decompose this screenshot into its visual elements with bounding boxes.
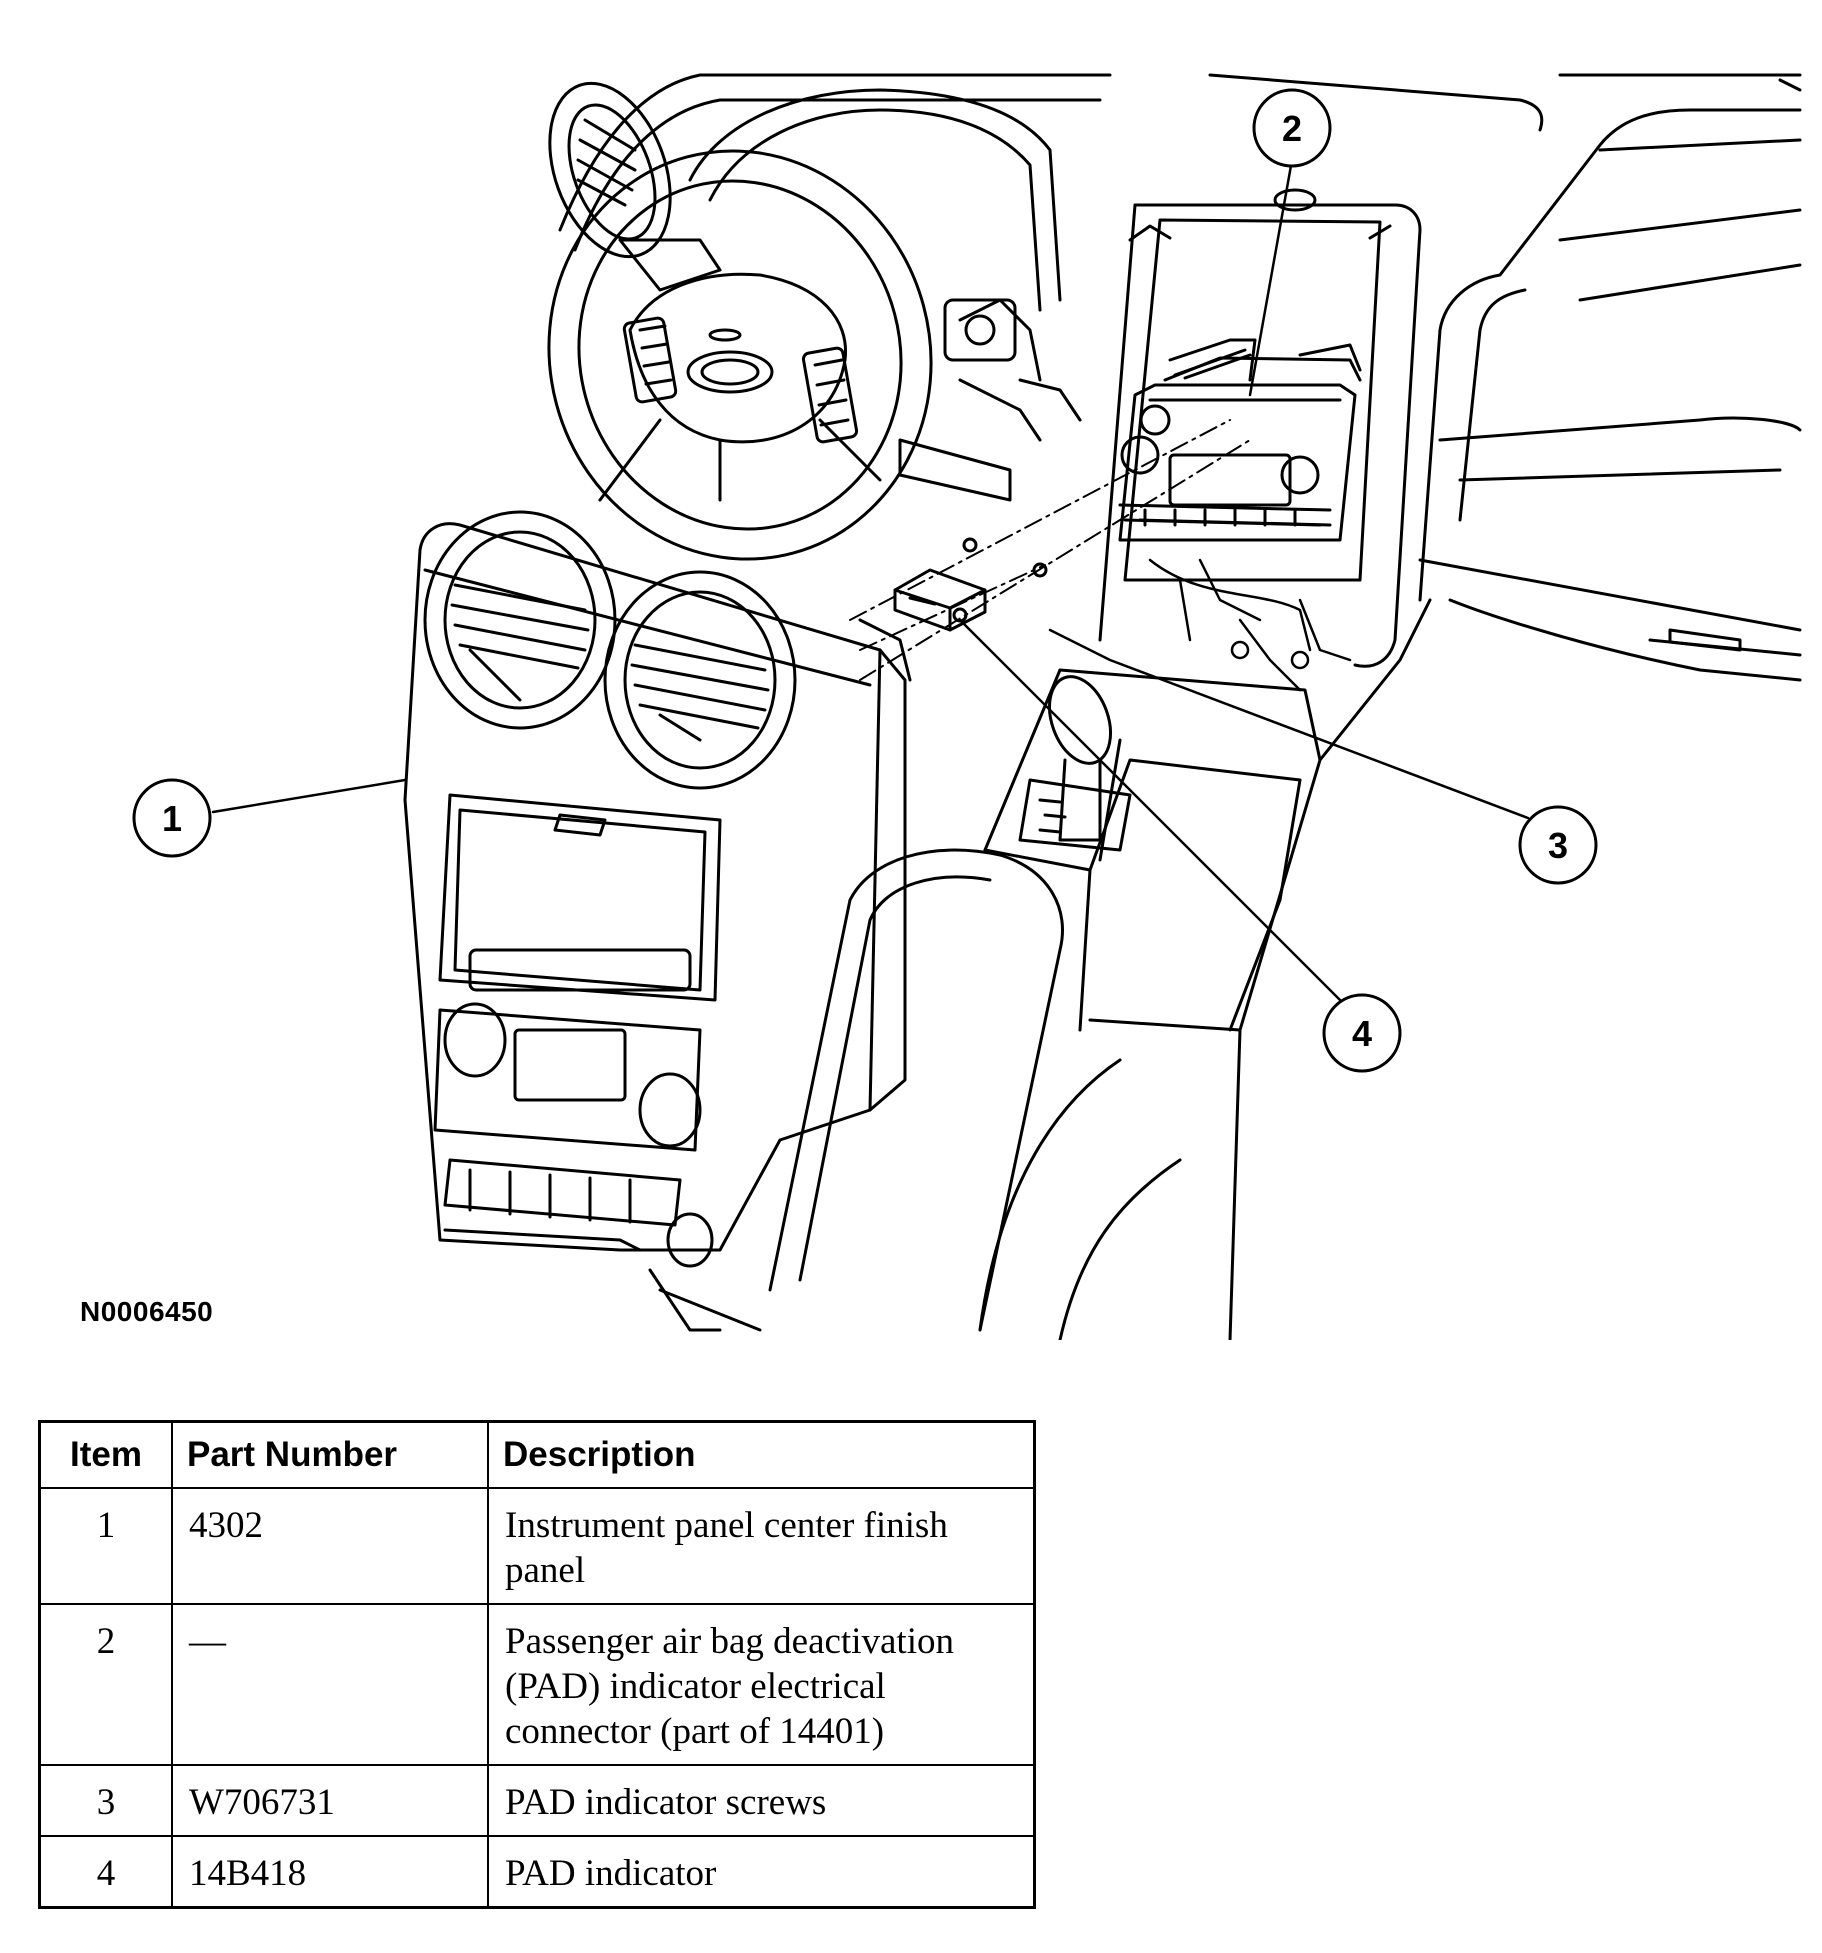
pad-indicator-screws bbox=[952, 537, 1048, 623]
header-item: Item bbox=[38, 1420, 173, 1489]
instrument-cluster-hood bbox=[618, 88, 1062, 312]
cell-part-number: 4302 bbox=[171, 1487, 489, 1605]
cell-description: PAD indicator bbox=[487, 1835, 1036, 1909]
cell-part-number: 14B418 bbox=[171, 1835, 489, 1909]
cell-item: 2 bbox=[38, 1603, 173, 1766]
pad-indicator bbox=[893, 568, 987, 632]
table-header-row: Item Part Number Description bbox=[38, 1420, 1036, 1489]
steering-wheel bbox=[547, 149, 933, 561]
cell-part-number: W706731 bbox=[171, 1764, 489, 1837]
header-description: Description bbox=[487, 1420, 1036, 1489]
parts-table: Item Part Number Description 1 4302 Inst… bbox=[38, 1420, 1036, 1909]
cell-part-number: — bbox=[171, 1603, 489, 1766]
audio-unit bbox=[1118, 338, 1362, 542]
callout-2-number: 2 bbox=[1282, 108, 1302, 149]
cell-description: Instrument panel center finish panel bbox=[487, 1487, 1036, 1605]
leader-lines bbox=[211, 158, 1530, 1012]
figure-id: N0006450 bbox=[80, 1296, 214, 1327]
callout-1-number: 1 bbox=[162, 798, 182, 839]
armrest bbox=[768, 848, 1182, 1340]
table-row: 2 — Passenger air bag deactivation (PAD)… bbox=[38, 1603, 1036, 1766]
table-row: 1 4302 Instrument panel center finish pa… bbox=[38, 1487, 1036, 1605]
alignment-lines bbox=[849, 419, 1251, 681]
dashboard-outline bbox=[558, 73, 1802, 682]
floor-console bbox=[983, 598, 1432, 1340]
steering-column bbox=[898, 298, 1082, 502]
left-air-vent bbox=[548, 81, 672, 259]
table-row: 4 14B418 PAD indicator bbox=[38, 1835, 1036, 1909]
callout-4: 4 bbox=[1322, 993, 1402, 1073]
cell-item: 4 bbox=[38, 1835, 173, 1909]
wiring-harness bbox=[1148, 558, 1352, 692]
center-finish-panel bbox=[403, 510, 912, 1332]
callout-2: 2 bbox=[1252, 88, 1332, 168]
cell-item: 1 bbox=[38, 1487, 173, 1605]
callout-3-number: 3 bbox=[1548, 825, 1568, 866]
center-stack-opening bbox=[1098, 188, 1422, 668]
callout-1: 1 bbox=[132, 778, 212, 858]
callout-4-number: 4 bbox=[1352, 1013, 1372, 1054]
table-row: 3 W706731 PAD indicator screws bbox=[38, 1764, 1036, 1837]
cell-item: 3 bbox=[38, 1764, 173, 1837]
exploded-view-illustration: 1 2 3 4 bbox=[132, 73, 1802, 1340]
header-part-number: Part Number bbox=[171, 1420, 489, 1489]
callout-3: 3 bbox=[1518, 805, 1598, 885]
cell-description: PAD indicator screws bbox=[487, 1764, 1036, 1837]
cell-description: Passenger air bag deactivation (PAD) ind… bbox=[487, 1603, 1036, 1766]
